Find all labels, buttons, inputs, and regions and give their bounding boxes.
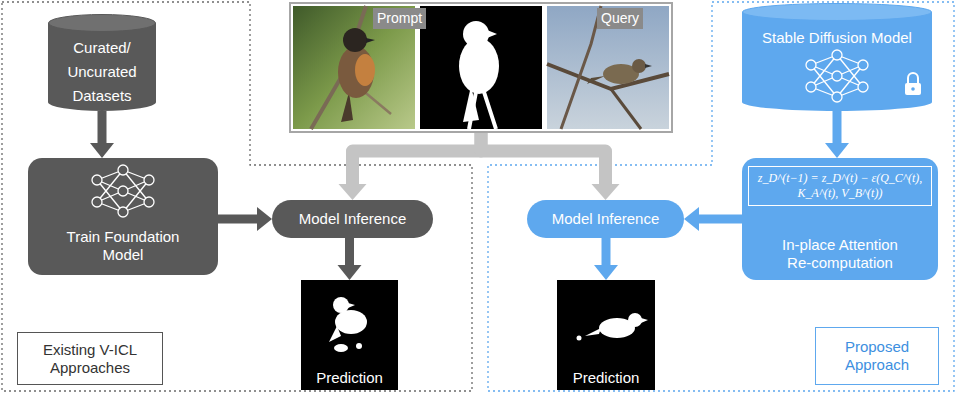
arrow-head: [592, 184, 620, 200]
node-label: In-place Attention Re-computation: [770, 236, 910, 272]
arrow-head: [339, 184, 367, 200]
process-box: Train Foundation Model: [28, 158, 218, 275]
arrow-connector: [825, 111, 849, 158]
arrow-connector: [90, 111, 114, 158]
arrow-connector: [684, 207, 742, 231]
tag-text: Prompt: [377, 10, 422, 26]
formula-box: z_D^(t−1) = z_D^(t) − ε(Q_C^(t), K_A^(t)…: [748, 166, 932, 206]
network-lock-icon: [742, 3, 932, 111]
arrow-head: [90, 143, 114, 158]
region-outline: [2, 2, 472, 391]
tag-text: Query: [601, 10, 639, 26]
database-cylinder: Curated/ Uncurated Datasets: [48, 14, 156, 111]
arrow-connector: [594, 238, 618, 280]
arrow-connector: [338, 238, 362, 280]
arrow-head: [684, 207, 699, 231]
model-cylinder: Stable Diffusion Model: [742, 3, 932, 111]
process-pill: Model Inference: [527, 200, 684, 238]
arrow-connector: [218, 207, 272, 231]
label-tag: Prompt: [373, 8, 426, 29]
arrow-shaft: [698, 215, 742, 224]
node-label: Curated/ Uncurated Datasets: [52, 36, 152, 108]
arrow-shaft: [353, 133, 482, 185]
arrow-head: [257, 207, 272, 231]
node-label: Prediction: [573, 369, 640, 387]
process-box: z_D^(t−1) = z_D^(t) − ε(Q_C^(t), K_A^(t)…: [742, 158, 938, 280]
label-tag: Query: [597, 8, 643, 29]
arrow-head: [594, 265, 618, 280]
arrow-head: [338, 265, 362, 280]
process-pill: Model Inference: [272, 200, 433, 238]
arrow-shaft: [833, 111, 842, 144]
node-label: Proposed Approach: [822, 338, 932, 374]
prediction-image: Prediction: [301, 280, 398, 390]
node-label: Model Inference: [299, 210, 407, 228]
arrow-shaft: [481, 133, 606, 185]
formula-text: z_D^(t−1) = z_D^(t) − ε(Q_C^(t), K_A^(t)…: [755, 171, 925, 201]
legend-box: Existing V-ICL Approaches: [17, 332, 163, 385]
node-label: Existing V-ICL Approaches: [24, 341, 156, 377]
image-frame: Prompt Query: [289, 2, 673, 133]
node-label: Model Inference: [552, 210, 660, 228]
arrow-shaft: [602, 238, 611, 266]
node-label: Prediction: [316, 369, 383, 387]
arrow-shaft: [98, 111, 107, 144]
legend-box: Proposed Approach: [815, 327, 939, 385]
arrow-shaft: [345, 238, 354, 266]
arrow-connector: [481, 133, 620, 200]
node-label: Stable Diffusion Model: [762, 29, 912, 47]
arrow-shaft: [218, 215, 258, 224]
region-outline: [488, 2, 954, 391]
arrow-connector: [339, 133, 482, 200]
node-label: Train Foundation Model: [48, 228, 198, 264]
prediction-image: Prediction: [557, 280, 655, 390]
arrow-head: [825, 143, 849, 158]
